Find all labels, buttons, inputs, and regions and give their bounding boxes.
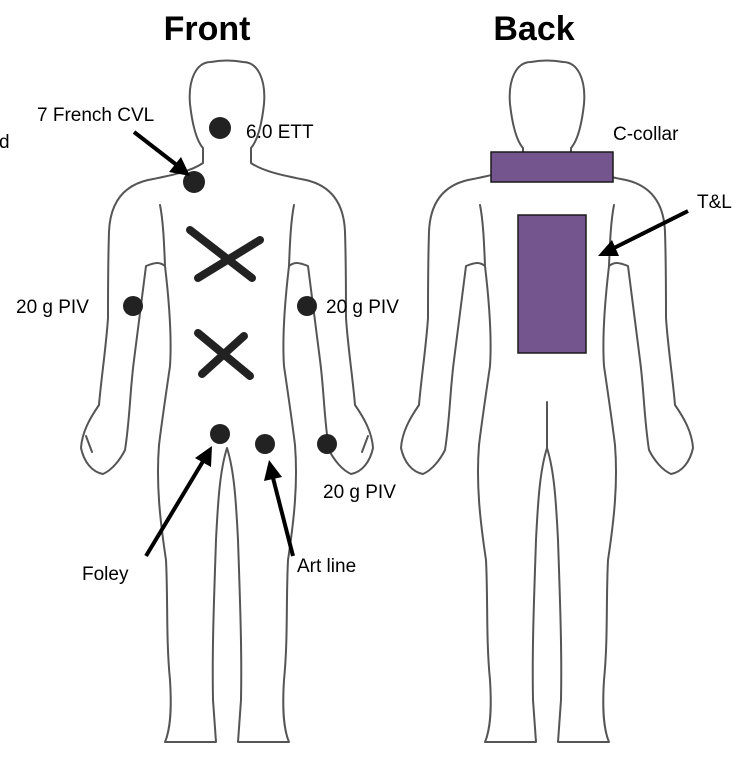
piv-right-label: 20 g PIV bbox=[326, 297, 399, 318]
ett-label: 6.0 ETT bbox=[246, 122, 314, 143]
front-body-figure bbox=[81, 61, 373, 743]
tl-brace-rect bbox=[518, 215, 586, 353]
art-line-label: Art line bbox=[297, 556, 356, 577]
piv-hand-label: 20 g PIV bbox=[323, 482, 396, 503]
front-heading: Front bbox=[164, 10, 251, 48]
piv-hand-dot bbox=[317, 434, 337, 454]
piv-left-arm-dot bbox=[123, 296, 143, 316]
cvl-label: 7 French CVL bbox=[37, 105, 154, 126]
back-heading: Back bbox=[493, 10, 574, 48]
foley-dot bbox=[210, 424, 230, 444]
cvl-arrow bbox=[134, 132, 190, 176]
piv-right-arm-dot bbox=[297, 296, 317, 316]
ett-dot bbox=[209, 117, 231, 139]
c-collar-label: C-collar bbox=[613, 124, 679, 145]
art-line-dot bbox=[255, 434, 275, 454]
piv-left-label: 20 g PIV bbox=[16, 297, 89, 318]
c-collar-rect bbox=[491, 152, 613, 182]
cvl-label-cutoff: d bbox=[0, 132, 10, 153]
foley-label: Foley bbox=[82, 564, 129, 585]
tl-label: T&L bbox=[697, 192, 732, 213]
